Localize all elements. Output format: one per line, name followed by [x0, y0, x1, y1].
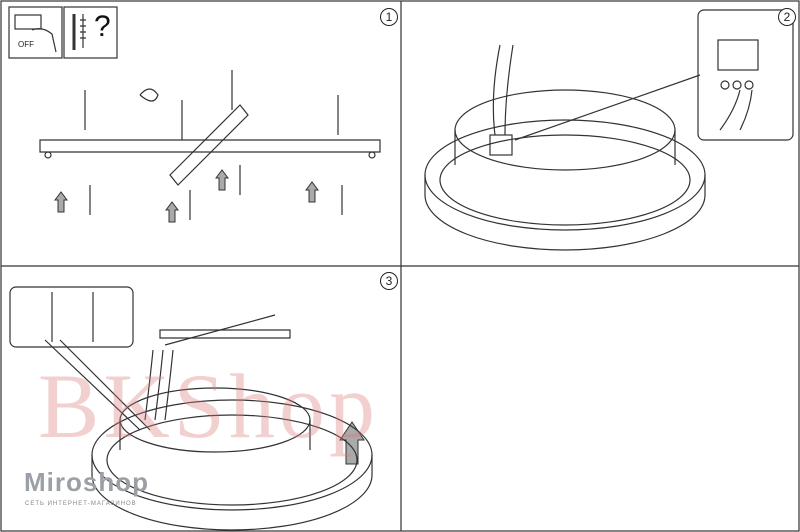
- logo-tagline: СЕТЬ ИНТЕРНЕТ-МАГАЗИНОВ: [25, 501, 137, 507]
- mounting-bar-3: [159, 329, 291, 339]
- cross-bar: [169, 104, 249, 186]
- step-number-1: 1: [380, 8, 398, 26]
- question-mark: ?: [94, 10, 111, 43]
- fixture-ring-2: [424, 9, 794, 251]
- terminal-block: [489, 134, 513, 156]
- breaker-icon: [14, 14, 42, 30]
- screws: [84, 70, 343, 220]
- miroshop-logo: Miroshop: [24, 467, 149, 497]
- up-arrows: [54, 169, 365, 465]
- power-off-label: OFF: [18, 40, 34, 49]
- screw-question-box: [63, 6, 118, 59]
- detail-steps-box: [9, 286, 134, 348]
- anchor-icon: [80, 14, 86, 48]
- power-off-box: [8, 6, 63, 59]
- step-number-3: 3: [380, 272, 398, 290]
- step-number-2: 2: [778, 8, 796, 26]
- wiring-detail-box: [697, 9, 794, 141]
- fixture-ring-3: [9, 286, 373, 531]
- mounting-bar: [39, 139, 381, 153]
- cable-icon: [139, 88, 159, 102]
- watermark: BKShop: [38, 355, 379, 457]
- hand-icon: [31, 28, 57, 53]
